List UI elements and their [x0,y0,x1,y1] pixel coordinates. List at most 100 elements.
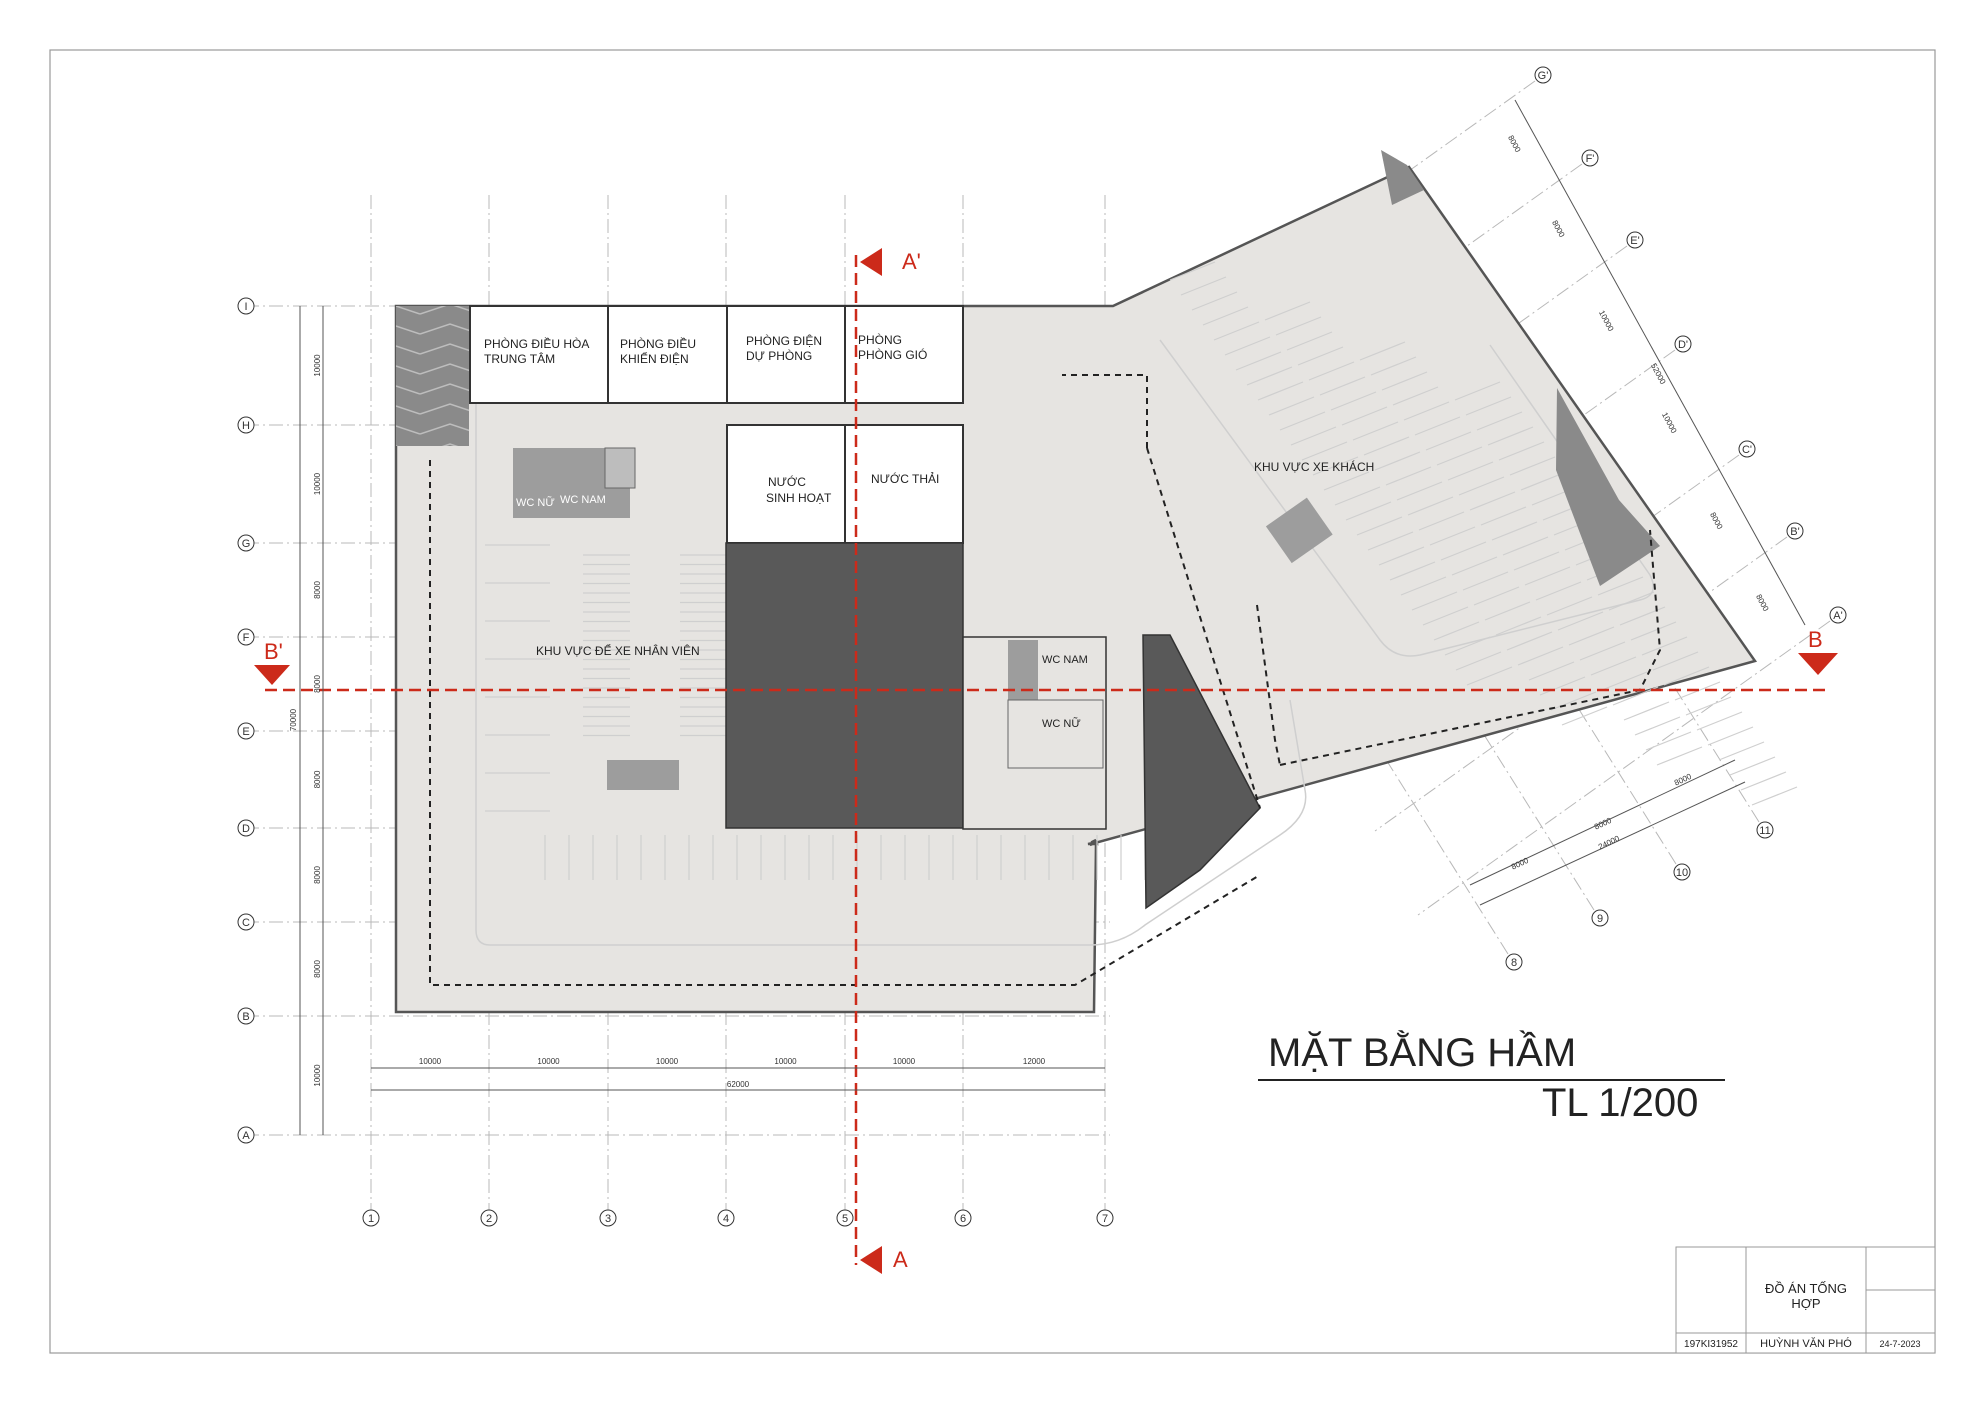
grid-bubble-rot-row [1674,335,1692,353]
dim-left-total: 70000 [289,708,298,731]
grid-label-rot-row: A' [1833,610,1842,622]
stall-line-rot [1597,576,1644,596]
triangle-void [1142,634,1261,910]
label-wc-nam-right: WC NAM [1042,654,1088,666]
stall-line-rot [1341,406,1388,426]
label-dieu-hoa-1: PHÒNG ĐIỀU HÒA [484,336,589,351]
grid-line-rot-row [1417,620,1831,916]
stall-line-rot [1645,731,1692,751]
grid-label-row: A [242,1130,250,1142]
grid-bubble-col [362,1209,380,1227]
stall-line-rot [1356,516,1403,536]
stall-line-rot [1454,381,1501,401]
drive-lane-outline [475,305,1307,946]
stall-line-rot [1590,656,1637,676]
stall-line-rot [1634,716,1681,736]
grid-label-row: E [242,726,249,738]
dim-line-right [1514,99,1806,626]
dim-right-total: 52000 [1649,362,1668,386]
stall-line-rot [1466,666,1513,686]
grid-label-row: G [242,538,251,550]
dim-left-value: 10000 [313,472,322,495]
label-du-phong-1: PHÒNG ĐIỆN [746,333,822,348]
stall-line-rot [1480,506,1527,526]
dim-rot-bottom-value: 8000 [1593,816,1613,832]
stall-line-rot [1301,441,1348,461]
dim-right-value: 8000 [1754,593,1771,613]
room-labels: PHÒNG ĐIỀU HÒA TRUNG TÂM PHÒNG ĐIỀU KHIỂ… [484,332,1374,730]
stall-line-rot [1275,316,1322,336]
dim-left-value: 8000 [313,581,322,599]
dim-rot-bottom-total: 24000 [1597,834,1621,852]
stall-line-rot [1608,591,1655,611]
stall-line-rot [1422,606,1469,626]
stall-line-rot [1546,596,1593,616]
stall-line-rot [1213,321,1260,341]
grid-bubble-row [237,297,255,315]
stall-line-rot [1557,611,1604,631]
section-b-right-marker [1798,653,1838,675]
stall-line-rot [1484,601,1531,621]
grid-label-rot-col: 11 [1759,825,1770,837]
label-nuoc-thai: NƯỚC THẢI [871,471,939,486]
section-a-top-label: A' [902,249,921,274]
grid-label-rot-row: E' [1630,235,1639,247]
stall-line-rot [1396,481,1443,501]
stall-line-rot [1436,446,1483,466]
grid-bubble-col [599,1209,617,1227]
grid-label-col: 5 [842,1213,848,1225]
stall-line-rot [1180,276,1227,296]
stall-line-rot [1191,291,1238,311]
grid-bubble-row [237,416,255,434]
grid-bubble-col [954,1209,972,1227]
grid-label-col: 1 [368,1213,374,1225]
stall-line-rot [1641,636,1688,656]
grid-label-row: I [244,301,247,313]
stall-line-rot [1528,661,1575,681]
stall-line-rot [1297,346,1344,366]
stall-line-rot [1392,386,1439,406]
section-b-left-label: B' [264,639,283,664]
stall-line-rot [1268,396,1315,416]
scale-text: TL 1/200 [1542,1081,1698,1125]
stall-line-rot [1685,696,1732,716]
grid-label-rot-row: B' [1790,526,1799,538]
dim-right-value: 10000 [1660,411,1679,435]
stall-line-rot [1696,711,1743,731]
stall-line-rot [1561,706,1608,726]
stall-line-rot [1352,421,1399,441]
grid-bubble-rot-col [1505,953,1523,971]
dim-bottom-value: 10000 [656,1057,679,1066]
grid-bubble-rot-row [1829,606,1847,624]
grid-bubble-row [237,913,255,931]
stall-line-rot [1403,401,1450,421]
grid-label-rot-row: D' [1678,339,1688,351]
grid-bubble-rot-col [1673,863,1691,881]
central-core [725,542,964,829]
grid-bubble-rot-row [1786,522,1804,540]
section-a-bottom-label: A [893,1247,908,1272]
dim-right-value: 10000 [1597,309,1616,333]
dim-bottom-value: 12000 [1023,1057,1046,1066]
stall-line-rot [1308,361,1355,381]
grid-label-row: B [242,1011,249,1023]
stall-line-rot [1279,411,1326,431]
stall-line-rot [1568,626,1615,646]
grid-label-rot-row: G' [1538,70,1549,82]
stair-right [1265,497,1333,564]
grid-label-col: 3 [605,1213,611,1225]
stall-line-rot [1312,456,1359,476]
grid-label-row: H [242,420,250,432]
stall-line-rot [1425,431,1472,451]
grid-bubble-rot-col [1591,909,1609,927]
label-nuoc-sh-1: NƯỚC [768,474,806,489]
stall-line-rot [1656,746,1703,766]
dim-rot-bottom-value: 8000 [1673,772,1693,788]
section-lines: A' A B' B [254,248,1838,1274]
stall-line-rot [1290,426,1337,446]
stall-line-rot [1612,686,1659,706]
ramp-top-right [1381,150,1424,205]
stall-line-rot [1652,651,1699,671]
grid-bubble-col [836,1209,854,1227]
